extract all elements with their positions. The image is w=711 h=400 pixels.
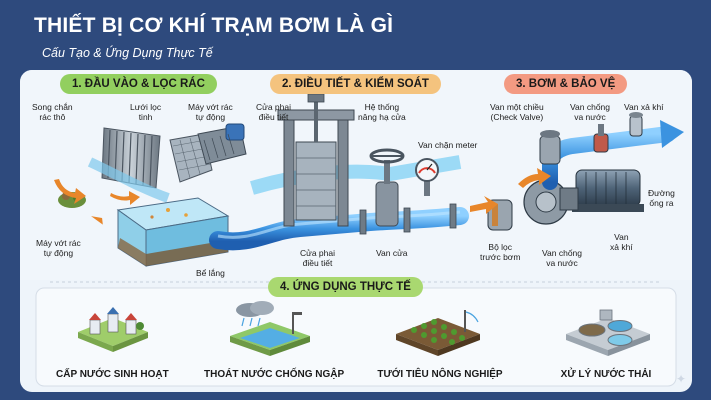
label-sluice-gate-bottom: Cửa phai điều tiết	[300, 248, 335, 268]
label-coarse-screen: Song chắn rác thô	[32, 102, 73, 122]
label-gate-lift-system: Hệ thống nâng hạ cửa	[358, 102, 406, 122]
pre-pump-filter-icon	[487, 199, 513, 231]
centrifugal-pump-icon	[523, 179, 579, 225]
label-water-hammer-valve-top: Van chống va nước	[570, 102, 611, 122]
app-label-wastewater-treatment: XỬ LÝ NƯỚC THẢI	[560, 369, 652, 380]
sparkle-icon: ✦	[675, 372, 686, 386]
section-1-title: 1. ĐẦU VÀO & LỌC RÁC	[60, 74, 217, 94]
label-water-hammer-valve-bottom: Van chống va nước	[542, 248, 583, 268]
air-release-valve-icon	[629, 112, 643, 137]
header-title: THIẾT BỊ CƠ KHÍ TRẠM BƠM LÀ GÌ	[34, 14, 394, 37]
label-air-valve-bottom: Van xả khí	[610, 232, 633, 252]
label-fine-screen: Lưới lọc tinh	[130, 102, 162, 122]
label-sluice-gate-top: Cửa phai điều tiết	[256, 102, 291, 122]
label-check-valve: Van một chiều (Check Valve)	[490, 102, 544, 122]
pump-station-diagram	[20, 70, 692, 387]
section-2-title: 2. ĐIỀU TIẾT & KIỂM SOÁT	[270, 74, 441, 94]
water-hammer-valve-icon	[593, 124, 609, 153]
pump-motor-icon	[572, 169, 644, 212]
flood-drainage-icon	[230, 301, 310, 356]
wastewater-treatment-icon	[566, 309, 650, 356]
check-valve-icon	[539, 130, 561, 165]
city-houses-icon	[78, 307, 148, 352]
farm-irrigation-icon	[396, 310, 480, 356]
label-settling-tank: Bể lắng	[196, 268, 225, 278]
flow-arrows-section3	[470, 168, 551, 214]
sluice-gate-icon	[277, 90, 355, 227]
pressure-meter-icon	[415, 158, 439, 196]
label-auto-rake-top: Máy vớt rác tự động	[188, 102, 233, 122]
section-4-title: 4. ỨNG DỤNG THỰC TẾ	[268, 277, 423, 297]
app-label-flood-drainage: THOÁT NƯỚC CHỐNG NGẬP	[204, 369, 345, 380]
auto-trash-rake-icon	[197, 123, 247, 165]
flow-arrows-section1	[54, 179, 140, 225]
label-outlet-pipe: Đường ống ra	[648, 188, 675, 208]
inlet-water-flow	[87, 157, 170, 203]
header-subtitle: Cấu Tạo & Ứng Dụng Thực Tế	[42, 46, 213, 60]
label-gate-valve: Van cửa	[376, 248, 408, 258]
label-pre-pump-filter: Bộ lọc trước bơm	[480, 242, 521, 262]
settling-tank-icon	[116, 197, 230, 267]
app-label-domestic-water: CẤP NƯỚC SINH HOẠT	[56, 369, 169, 380]
app-label-agricultural-irrigation: TƯỚI TIÊU NÔNG NGHIỆP	[377, 369, 503, 380]
label-auto-rake-left: Máy vớt rác tự động	[36, 238, 81, 258]
discharge-arrow	[660, 120, 684, 148]
gate-valve-icon	[369, 148, 405, 227]
pipe-flanges	[359, 203, 457, 235]
diagram-panel: 1. ĐẦU VÀO & LỌC RÁC 2. ĐIỀU TIẾT & KIỂM…	[20, 70, 692, 392]
label-meter-valve: Van chặn meter	[418, 140, 478, 150]
label-air-valve-top: Van xả khí	[624, 102, 664, 112]
section-3-title: 3. BƠM & BẢO VỆ	[504, 74, 628, 94]
